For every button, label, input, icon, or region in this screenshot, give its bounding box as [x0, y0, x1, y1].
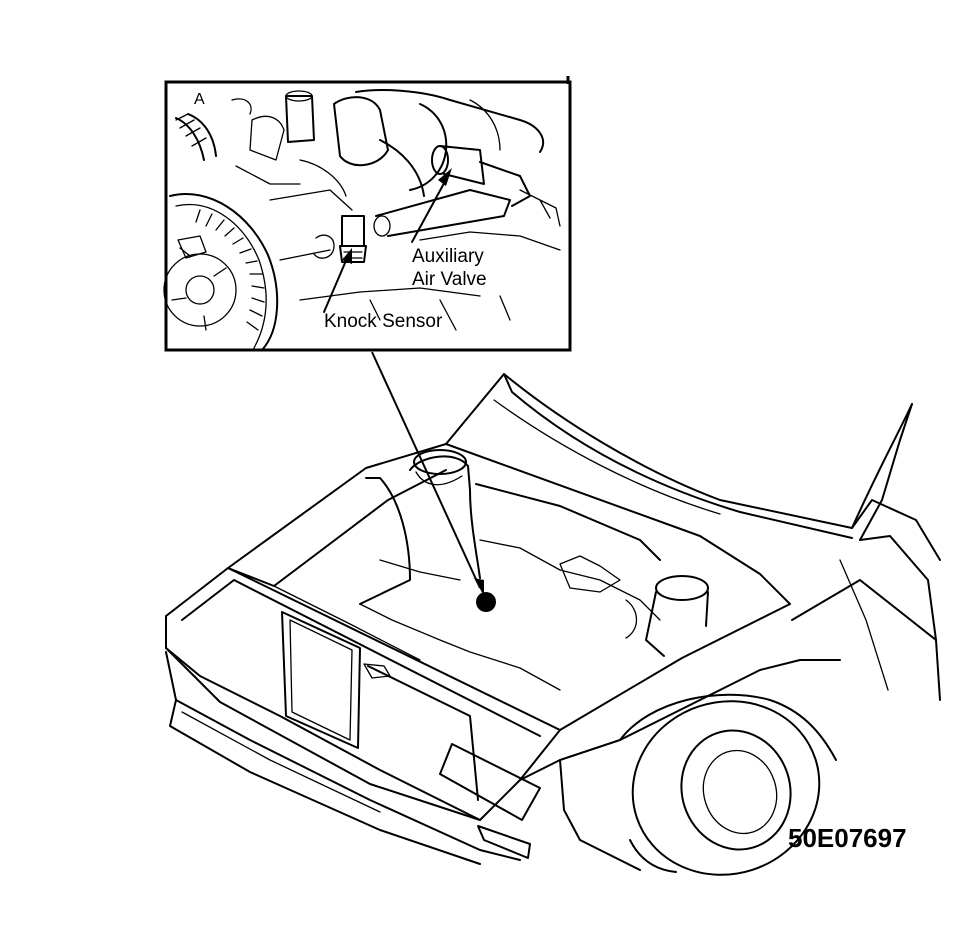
knock-sensor-arrowhead	[342, 248, 352, 264]
auxiliary-air-valve-label-line2: Air Valve	[412, 269, 487, 290]
engine-bay-outline	[227, 443, 791, 731]
front-bumper	[169, 699, 481, 865]
car-drawing	[165, 373, 941, 876]
reservoir-cap	[413, 449, 467, 475]
location-marker-dot	[476, 592, 496, 612]
callout-arrowhead	[474, 578, 484, 596]
front-grille	[281, 611, 361, 749]
inset-frame	[164, 80, 572, 352]
front-wheel-rim	[680, 729, 792, 851]
intake-hoses	[175, 89, 545, 197]
windshield	[851, 499, 941, 561]
engine-block-lines	[235, 165, 561, 331]
headlight-panel	[439, 743, 541, 821]
auxiliary-air-valve-leader	[411, 175, 449, 243]
view-letter-label: A	[194, 91, 205, 108]
knock-sensor-drawing	[313, 215, 367, 263]
auxiliary-air-valve-drawing	[373, 145, 561, 237]
radiator-cap	[655, 575, 709, 601]
callout-leader-line	[371, 351, 481, 589]
knock-sensor-leader	[323, 255, 349, 313]
front-fender	[519, 659, 841, 781]
knock-sensor-label: Knock Sensor	[324, 311, 443, 332]
flywheel-drawing	[163, 193, 279, 351]
auxiliary-air-valve-arrowhead	[438, 168, 452, 186]
figure-code-label: 50E07697	[788, 823, 907, 853]
inset-detail-view: A Auxiliary Air Valve Knock Sensor	[163, 76, 572, 352]
front-tire	[631, 700, 821, 876]
raised-hood	[445, 373, 913, 529]
auxiliary-air-valve-label-line1: Auxiliary	[412, 246, 484, 267]
